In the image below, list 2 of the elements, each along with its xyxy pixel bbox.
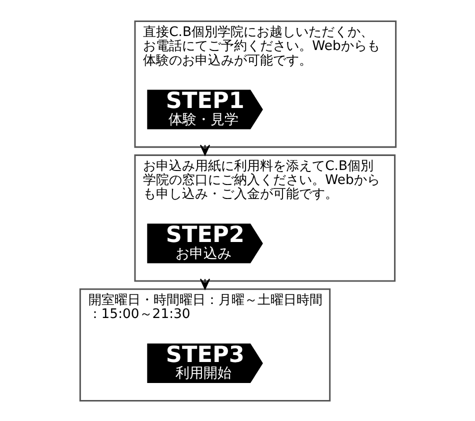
arrow bbox=[199, 278, 210, 290]
arrow bbox=[199, 144, 210, 156]
